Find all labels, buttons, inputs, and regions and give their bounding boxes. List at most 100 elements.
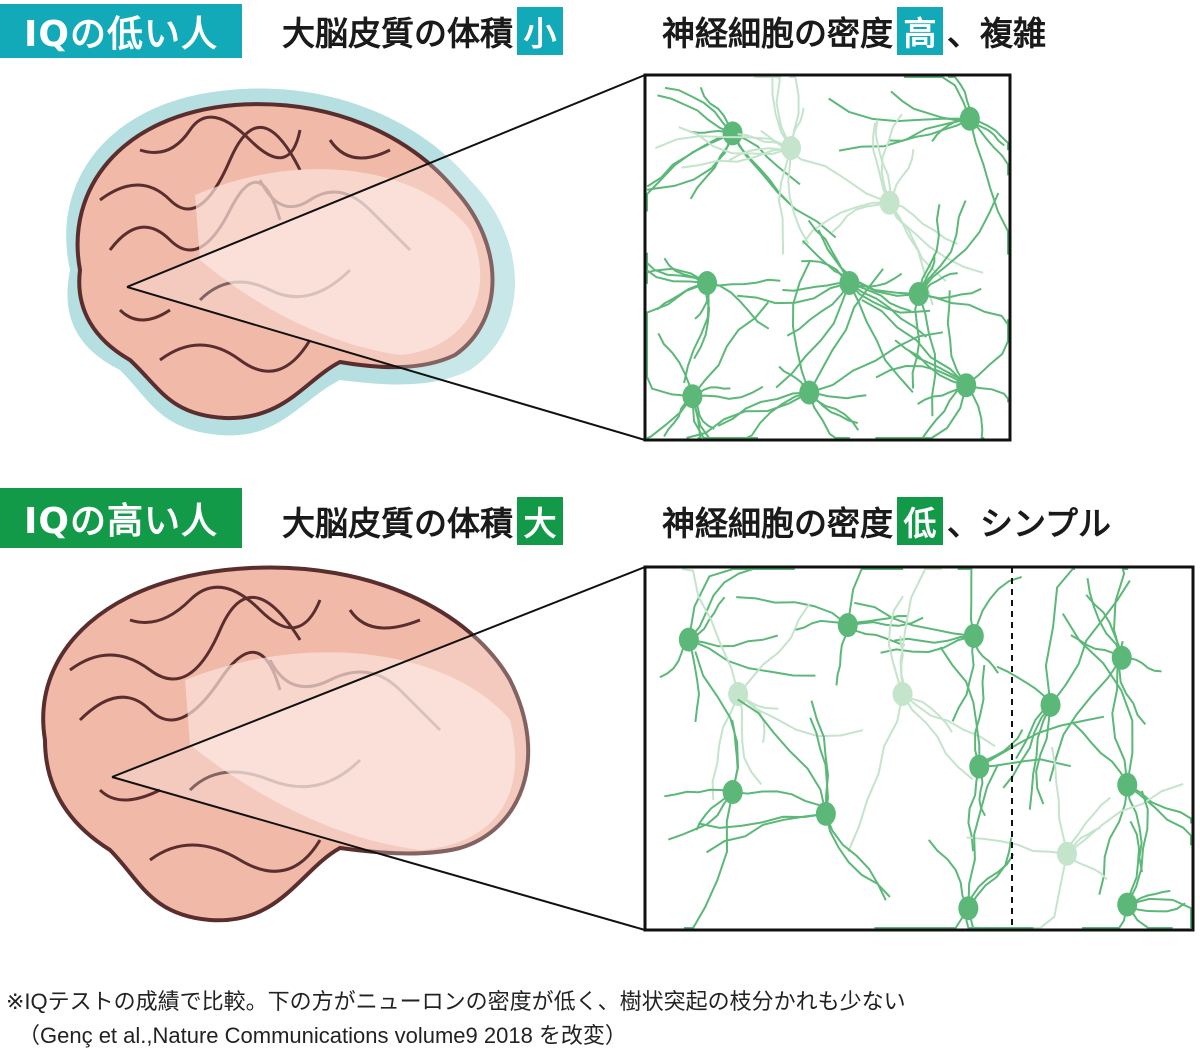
dendrite xyxy=(681,147,792,169)
dendrite xyxy=(979,758,1072,768)
dendrite xyxy=(711,693,740,800)
volume-text: 大脳皮質の体積 xyxy=(282,14,513,53)
dendrite xyxy=(646,395,694,439)
dendrite xyxy=(691,396,758,439)
dendrite xyxy=(771,76,792,149)
dendrite xyxy=(808,392,850,439)
dendrite xyxy=(731,719,739,793)
dendrite xyxy=(646,267,708,284)
dendrite xyxy=(887,595,904,695)
low-iq-volume-title: 大脳皮質の体積 小 xyxy=(282,6,567,56)
dendrite xyxy=(902,693,953,733)
dendrite xyxy=(692,385,764,400)
dendrite xyxy=(664,86,734,135)
dendrite xyxy=(1112,568,1129,659)
dendrite xyxy=(809,717,830,814)
dendrite xyxy=(657,94,734,135)
dendrite xyxy=(911,293,921,389)
neuron-soma xyxy=(815,801,836,826)
dendrite xyxy=(968,118,1009,255)
density-text: 神経細胞の密度 xyxy=(662,14,893,53)
dendrite xyxy=(1126,784,1143,873)
dendrite xyxy=(754,76,792,149)
dendrite xyxy=(861,299,967,386)
volume-badge-large: 大 xyxy=(517,497,563,545)
high-iq-density-title: 神経細胞の密度 低 、シンプル xyxy=(662,496,1111,546)
dendrite xyxy=(807,219,851,284)
dendrite xyxy=(678,126,792,156)
dendrite xyxy=(901,693,974,780)
dendrite xyxy=(777,147,792,255)
dendrite xyxy=(1002,704,1052,789)
neuron-soma xyxy=(908,282,929,306)
dendrite xyxy=(974,664,986,767)
dendrite xyxy=(1035,704,1052,805)
dendrite xyxy=(1015,704,1052,760)
dendrite xyxy=(901,693,996,748)
dendrite xyxy=(737,693,864,738)
dendrite xyxy=(688,638,816,677)
dendrite xyxy=(688,634,779,648)
dendrite xyxy=(737,603,811,695)
dendrite xyxy=(904,76,971,120)
dendrite xyxy=(683,791,734,929)
dendrite xyxy=(831,201,890,234)
dendrite xyxy=(917,200,967,295)
dendrite xyxy=(646,282,708,354)
dendrite xyxy=(1126,784,1192,846)
dendrite xyxy=(966,836,1068,855)
dendrite xyxy=(682,568,740,695)
dendrite xyxy=(1066,783,1184,855)
dendrite xyxy=(1126,897,1192,928)
dendrite xyxy=(782,282,850,292)
dendrite xyxy=(808,331,943,394)
dendrite xyxy=(824,813,887,901)
neuron-soma xyxy=(781,136,801,160)
neuron-soma xyxy=(956,373,977,398)
volume-text: 大脳皮質の体積 xyxy=(282,504,513,543)
dendrite xyxy=(967,766,981,852)
small-brain-illustration xyxy=(66,74,646,441)
dendrite xyxy=(687,639,701,723)
dendrite xyxy=(875,364,967,387)
neuron-soma xyxy=(892,682,913,707)
dendrite xyxy=(1049,580,1131,706)
dendrite xyxy=(746,391,810,439)
neuron-soma xyxy=(969,754,990,779)
dendrite xyxy=(737,693,762,786)
dendrite xyxy=(705,812,826,854)
neuron-soma xyxy=(959,106,980,131)
dendrite xyxy=(657,332,694,397)
dendrite xyxy=(894,634,974,644)
neuron-soma xyxy=(837,613,858,638)
dendrite xyxy=(1098,784,1129,895)
dendrite xyxy=(890,90,970,122)
dendrite xyxy=(1003,853,1068,929)
neuron-soma xyxy=(1040,692,1061,717)
dendrite xyxy=(847,616,924,627)
neuron-soma xyxy=(1117,772,1138,797)
neuron-soma xyxy=(879,190,900,215)
density-badge-high: 高 xyxy=(897,7,943,55)
dendrite xyxy=(965,908,974,929)
dendrite xyxy=(706,282,770,330)
dendrite xyxy=(846,568,904,626)
dendrite xyxy=(967,764,999,909)
dense-neuron-panel xyxy=(646,76,1009,439)
dendrite xyxy=(686,391,810,439)
dendrite xyxy=(801,201,890,245)
large-brain-illustration xyxy=(41,565,646,931)
dendrite xyxy=(965,384,1009,403)
dendrite xyxy=(888,117,971,142)
neuron-soma xyxy=(678,627,699,652)
dendrite xyxy=(1126,790,1149,906)
dendrite xyxy=(1118,657,1147,726)
dendrite xyxy=(939,646,981,767)
dendrite xyxy=(918,287,982,300)
dendrite xyxy=(917,293,937,417)
dendrite xyxy=(888,202,984,274)
dendrite xyxy=(646,133,734,191)
dendrite xyxy=(854,601,974,637)
dendrite xyxy=(888,202,947,282)
dendrite xyxy=(872,122,891,204)
